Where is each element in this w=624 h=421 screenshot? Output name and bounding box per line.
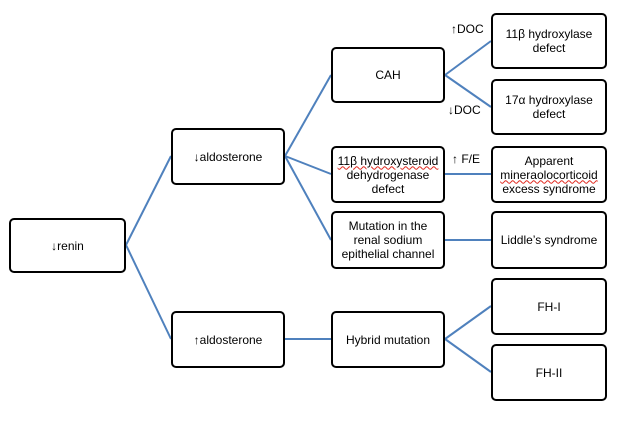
node-enac-line3: epithelial channel <box>341 247 435 261</box>
edge-renin-aldo-low <box>125 155 172 246</box>
node-high-aldosterone: ↑aldosterone <box>171 311 285 368</box>
node-enac-line2: renal sodium <box>353 233 423 247</box>
node-hsd-line3: defect <box>371 181 405 196</box>
edge-label-doc-down: ↓DOC <box>448 103 481 117</box>
node-cah-label: CAH <box>375 68 401 82</box>
node-cah: CAH <box>331 47 445 103</box>
node-enac-mutation: Mutation in the renal sodium epithelial … <box>331 211 445 269</box>
node-hsd-defect: 11β hydroxysteroid dehydrogenase defect <box>331 146 445 203</box>
node-high-aldosterone-label: ↑aldosterone <box>193 332 263 347</box>
node-fh1-label: FH-I <box>537 299 561 314</box>
node-ame-line2: mineraolocorticoid <box>500 167 598 182</box>
node-hybrid-label: Hybrid mutation <box>345 332 431 347</box>
node-ame-line1: Apparent <box>524 153 574 168</box>
node-fh1: FH-I <box>491 278 607 335</box>
node-low-renin: ↓renin <box>9 218 126 273</box>
node-low-aldosterone: ↓aldosterone <box>171 128 285 185</box>
node-17a-hydroxylase: 17α hydroxylase defect <box>491 79 607 135</box>
node-17a-hydroxylase-line2: defect <box>532 107 566 121</box>
node-hsd-line2: dehydrogenase <box>346 167 430 182</box>
node-17a-hydroxylase-line1: 17α hydroxylase <box>505 93 593 107</box>
node-liddle-syndrome: Liddle’s syndrome <box>491 211 607 269</box>
edge-cah-hyd17 <box>444 74 492 108</box>
node-hsd-line1: 11β hydroxysteroid <box>337 153 439 168</box>
node-enac-line1: Mutation in the <box>348 219 428 233</box>
edge-label-doc-up: ↑DOC <box>451 22 484 36</box>
edge-hybrid-fh2 <box>444 338 492 373</box>
node-hybrid-mutation: Hybrid mutation <box>331 311 445 368</box>
node-fh2-label: FH-II <box>535 365 563 380</box>
edge-aldo-low-cah <box>284 74 332 157</box>
node-liddle-label: Liddle’s syndrome <box>500 233 598 247</box>
node-fh2: FH-II <box>491 344 607 401</box>
edge-renin-aldo-high <box>125 244 172 340</box>
edge-cah-hyd11 <box>444 40 492 76</box>
node-11b-hydroxylase-line1: 11β hydroxylase <box>505 27 593 41</box>
node-low-renin-label: ↓renin <box>51 238 84 253</box>
node-ame-syndrome: Apparent mineraolocorticoid excess syndr… <box>491 146 607 203</box>
node-11b-hydroxylase: 11β hydroxylase defect <box>491 13 607 69</box>
node-low-aldosterone-label: ↓aldosterone <box>193 149 263 164</box>
edge-aldo-low-hsd <box>284 155 332 175</box>
node-11b-hydroxylase-line2: defect <box>532 41 566 55</box>
edge-hybrid-fh1 <box>444 305 492 340</box>
node-ame-line3: excess syndrome <box>502 181 596 196</box>
edge-aldo-low-enac <box>284 155 332 241</box>
edge-label-fe-up: ↑ F/E <box>452 152 481 166</box>
